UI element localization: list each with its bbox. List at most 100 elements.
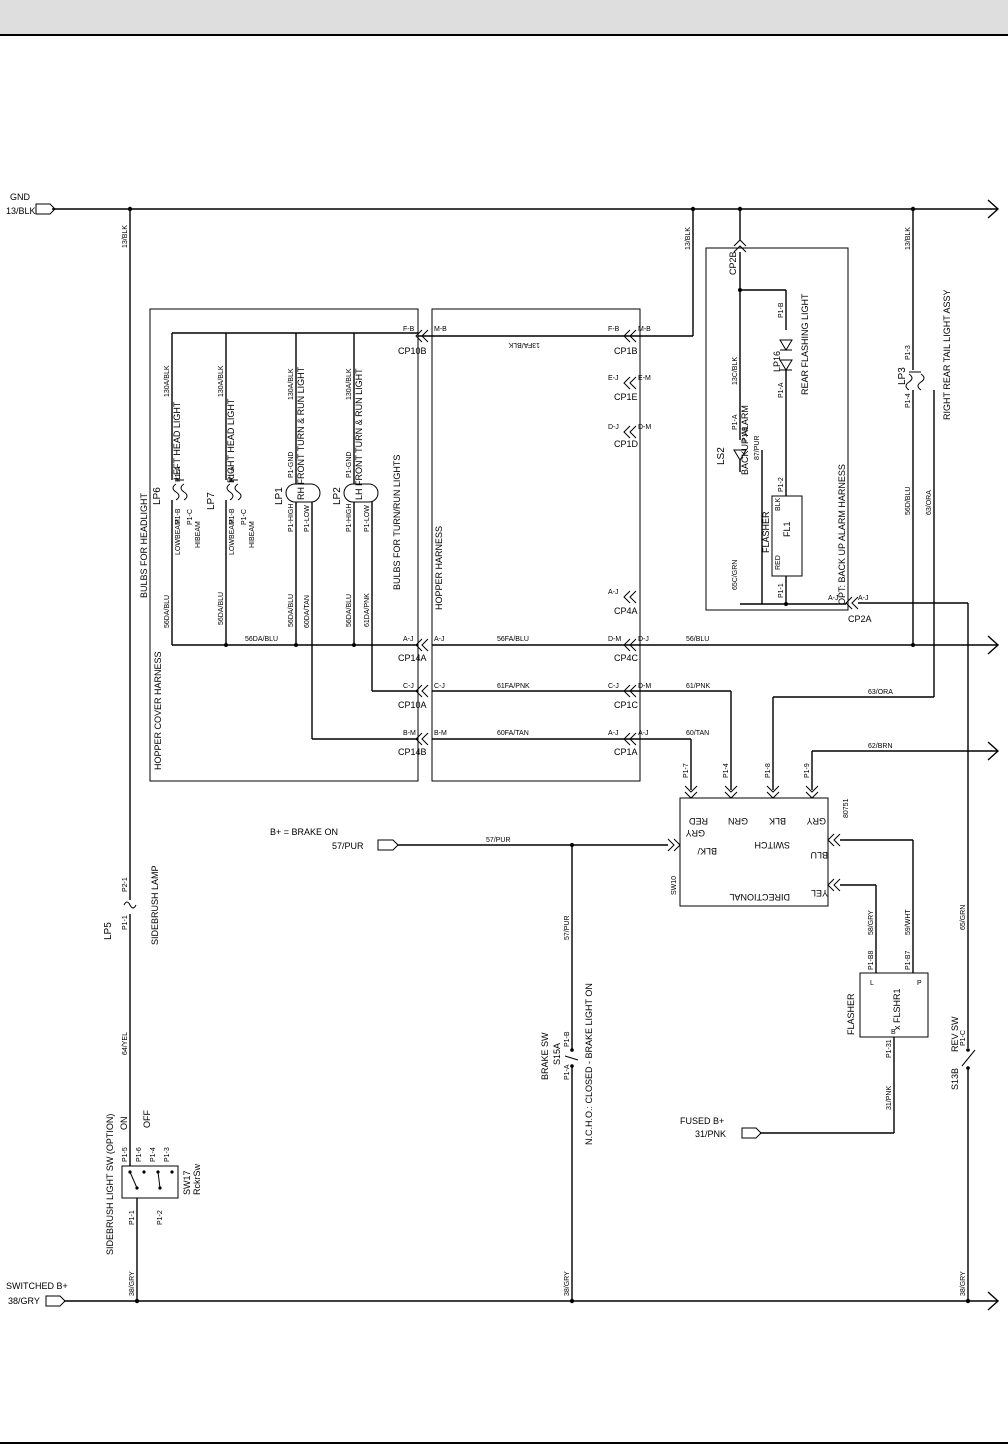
rail-junctions bbox=[127, 206, 971, 1304]
gnd-wire-label: 13/BLK bbox=[6, 206, 36, 216]
wire-label: 13FA/BLK bbox=[508, 341, 540, 348]
page-header-bar bbox=[0, 0, 1008, 36]
sw10-name: DIRECTIONAL bbox=[729, 892, 790, 902]
lp6-name: LEFT HEAD LIGHT bbox=[172, 401, 182, 480]
wire-label: 62/BRN bbox=[868, 743, 893, 750]
wire-label: 60FA/TAN bbox=[497, 730, 529, 737]
wire-label: 57/PUR bbox=[486, 837, 511, 844]
wire-label: 130A/BLK bbox=[346, 368, 353, 400]
pin-label: P1-4 bbox=[905, 393, 912, 408]
pin-label: P1-3 bbox=[164, 1147, 171, 1162]
lp7-right-head-light: 130A/BLK 56DA/BLU LP7 RIGHT HEAD LIGHT L… bbox=[206, 333, 256, 645]
wire-label: 61FA/PNK bbox=[497, 683, 530, 690]
pin-label: F-B bbox=[403, 326, 415, 333]
sw10-ref: SW10 bbox=[671, 876, 678, 895]
pin-label: P1-4 bbox=[723, 763, 730, 778]
gnd-bus: GND 13/BLK bbox=[6, 192, 1000, 219]
pin-label: P1-GND bbox=[288, 452, 295, 478]
pin-label: P1-B8 bbox=[868, 950, 875, 970]
sw17-ref: SW17 bbox=[182, 1170, 192, 1195]
pin-label: A-J bbox=[828, 595, 839, 602]
sw10-blu-label: BLU bbox=[810, 850, 828, 860]
flshr1-flasher: 58/GRY 59/WHT FLASHER x FLSHR1 L P B P1-… bbox=[680, 839, 929, 1139]
lp5-name: SIDEBRUSH LAMP bbox=[150, 865, 160, 945]
lp16-ref: LP16 bbox=[772, 351, 782, 372]
s15a-name: BRAKE SW bbox=[540, 1032, 550, 1080]
connector-cp1a: CP1A bbox=[614, 747, 638, 757]
hopper-harness-box bbox=[431, 308, 641, 782]
wire-label: 65/GRN bbox=[960, 905, 967, 930]
connector-cp2b: CP2B bbox=[728, 251, 738, 275]
backup-harness-label: OPT: BACK UP ALARM HARNESS bbox=[837, 464, 847, 605]
connector-cp4c: CP4C bbox=[614, 653, 639, 663]
pin-label: A-J bbox=[403, 636, 414, 643]
beam-label: LOWBEAM bbox=[229, 519, 236, 555]
connector-cp1b: CP1B bbox=[614, 346, 638, 356]
sw10-part: 80751 bbox=[843, 798, 850, 818]
lp6-ref: LP6 bbox=[152, 487, 163, 505]
pin-label: P1-B bbox=[564, 1031, 571, 1047]
pin-label: P1-A bbox=[778, 382, 785, 398]
pin-labels: F-B M-B F-B M-B E-J E-M D-J D-M A-J A-J … bbox=[403, 326, 869, 737]
wire-label: 64/YEL bbox=[122, 1032, 129, 1055]
pin-label: D-M bbox=[608, 636, 621, 643]
pin-label: M-B bbox=[638, 326, 651, 333]
pin-label: P1-B7 bbox=[905, 950, 912, 970]
lp7-name: RIGHT HEAD LIGHT bbox=[226, 398, 236, 483]
connector-cp1d: CP1D bbox=[614, 439, 639, 449]
connector-cp14a: CP14A bbox=[398, 653, 427, 663]
pin-label: P1-6 bbox=[136, 1147, 143, 1162]
pin-label: D-M bbox=[638, 424, 651, 431]
pin-label: P1-1 bbox=[122, 915, 129, 930]
pin-label: P1-C bbox=[187, 509, 194, 525]
fused-b-label: FUSED B+ bbox=[680, 1116, 724, 1126]
pin-label: F-B bbox=[608, 326, 620, 333]
pin-label: P1-1 bbox=[129, 1210, 136, 1225]
pin-label: P1-HIGH bbox=[288, 504, 295, 532]
sw10-yel-label: YEL bbox=[811, 888, 828, 898]
pin-label: P1-C bbox=[241, 509, 248, 525]
switched-b-label: SWITCHED B+ bbox=[6, 1281, 68, 1291]
pin-label: P1-A bbox=[175, 466, 182, 482]
wire-label: 130A/BLK bbox=[218, 365, 225, 397]
pin-label: A-J bbox=[608, 589, 619, 596]
wire-label: 87/PUR bbox=[754, 435, 761, 460]
flshr1-l: L bbox=[870, 980, 874, 987]
pin-label: D-M bbox=[638, 683, 651, 690]
wire-label: 56DA/BLU bbox=[245, 636, 278, 643]
pin-label: C-J bbox=[403, 683, 414, 690]
pin-label: P1-4 bbox=[150, 1147, 157, 1162]
wire-label: 130A/BLK bbox=[164, 365, 171, 397]
sw17-on-label: ON bbox=[119, 1117, 129, 1131]
pin-label: P1-A bbox=[564, 1064, 571, 1080]
brake-on-label: B+ = BRAKE ON bbox=[270, 827, 338, 837]
wire-label: 56DA/BLU bbox=[218, 592, 225, 625]
wire-label: 60/TAN bbox=[686, 730, 709, 737]
pin-label: B-M bbox=[403, 730, 416, 737]
wire-label: 65C/GRN bbox=[732, 560, 739, 590]
connector-cp2a: CP2A bbox=[848, 614, 872, 624]
connector-cp14b: CP14B bbox=[398, 747, 427, 757]
lp1-ref: LP1 bbox=[274, 487, 285, 505]
harness-boxes: HOPPER COVER HARNESS HOPPER HARNESS OPT:… bbox=[139, 247, 849, 782]
pin-label: M-B bbox=[434, 326, 447, 333]
wire-label: 56D/BLU bbox=[905, 487, 912, 515]
page-footer-rule bbox=[0, 1442, 1008, 1456]
beam-label: LOWBEAM bbox=[175, 519, 182, 555]
ls2-ref: LS2 bbox=[716, 447, 727, 465]
pin-label: D-J bbox=[638, 636, 649, 643]
beam-label: HIBEAM bbox=[195, 521, 202, 548]
gnd-label: GND bbox=[10, 192, 31, 202]
wire-label: 63/ORA bbox=[926, 490, 933, 515]
pin-label: B-M bbox=[434, 730, 447, 737]
connector-labels: CP10B CP1B CP1E CP1D CP4A CP14A CP4C CP1… bbox=[398, 251, 872, 757]
sw17-off-label: OFF bbox=[142, 1110, 152, 1128]
sw17-switch: SIDEBRUSH LIGHT SW (OPTION) SW17 RckrSw … bbox=[105, 1110, 202, 1301]
pin-label: P1-HIGH bbox=[346, 504, 353, 532]
ls2-name: BACKUP ALARM bbox=[740, 405, 750, 475]
pin-label: P1-GND bbox=[346, 452, 353, 478]
lp3-name: RIGHT REAR TAIL LIGHT ASSY bbox=[942, 289, 952, 420]
wire-label: 13/BLK bbox=[905, 227, 912, 250]
hopper-cover-harness-box bbox=[149, 308, 419, 782]
backup-alarm-circuit: 13C/BLK 87/PUR 65C/GRN LP16 REAR FLASHIN… bbox=[716, 209, 846, 606]
